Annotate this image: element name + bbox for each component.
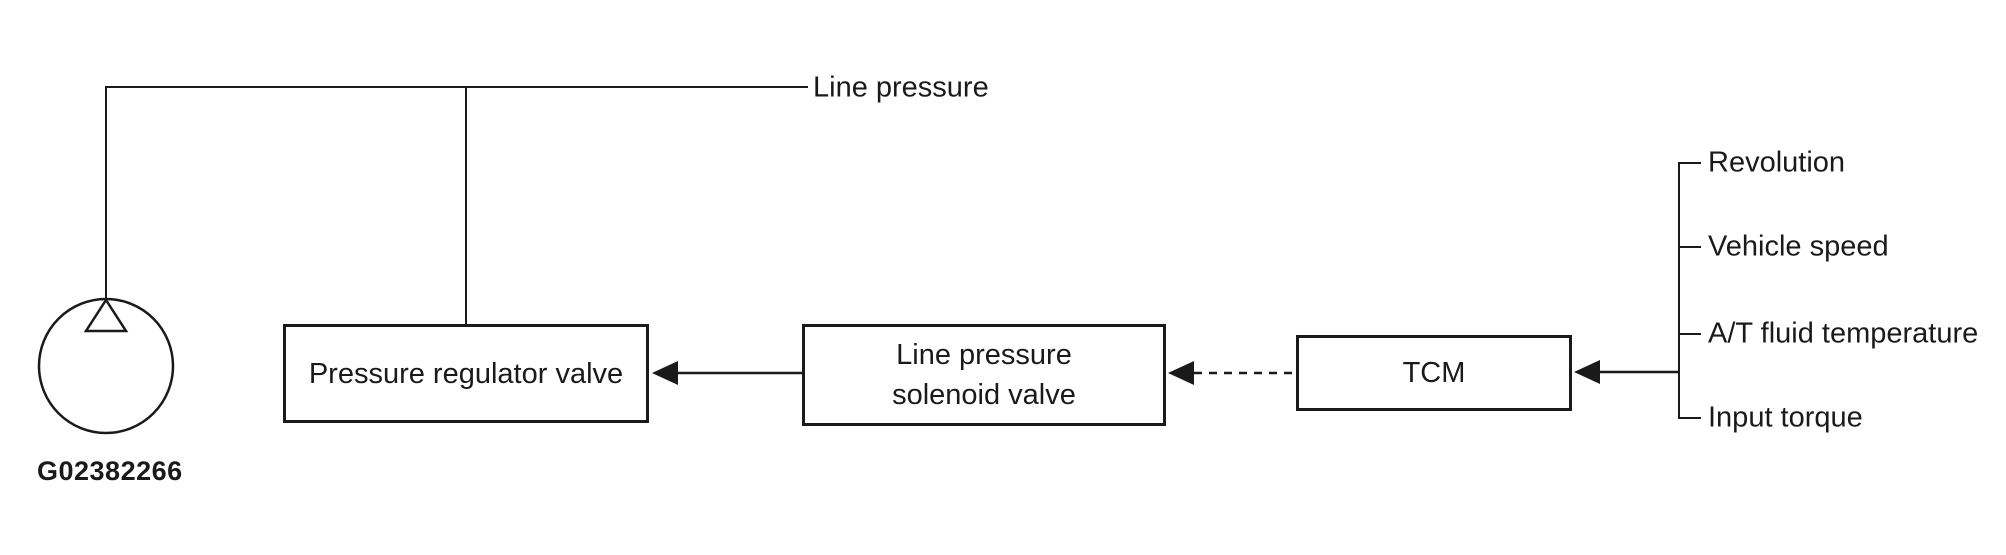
node-label: Line pressure solenoid valve bbox=[892, 339, 1076, 411]
node-pressure-regulator-valve: Pressure regulator valve bbox=[283, 324, 649, 423]
node-label: TCM bbox=[1402, 357, 1466, 389]
pump-symbol bbox=[37, 297, 175, 435]
arrowhead-left-icon bbox=[652, 361, 678, 385]
arrow-tcm-to-solenoid-dashed bbox=[1168, 361, 1296, 385]
node-label: Pressure regulator valve bbox=[308, 357, 624, 390]
figure-id: G02382266 bbox=[37, 456, 183, 486]
arrowhead-left-icon bbox=[1574, 360, 1600, 384]
node-tcm: TCM bbox=[1296, 335, 1572, 411]
input-label-vehicle-speed: Vehicle speed bbox=[1708, 230, 1889, 263]
input-label-input-torque: Input torque bbox=[1708, 401, 1863, 434]
line-pressure-label: Line pressure bbox=[813, 71, 989, 104]
arrow-solenoid-to-regulator bbox=[652, 361, 802, 385]
node-line-pressure-solenoid-valve: Line pressure solenoid valve bbox=[802, 324, 1166, 426]
arrow-inputs-to-tcm bbox=[1574, 360, 1679, 384]
line-pressure-connector bbox=[105, 86, 808, 324]
arrowhead-left-icon bbox=[1168, 361, 1194, 385]
input-label-revolution: Revolution bbox=[1708, 146, 1846, 179]
pump-triangle-icon bbox=[83, 297, 129, 333]
inputs-bracket bbox=[1678, 162, 1701, 419]
input-label-at-fluid-temperature: A/T fluid temperature bbox=[1708, 317, 1979, 350]
